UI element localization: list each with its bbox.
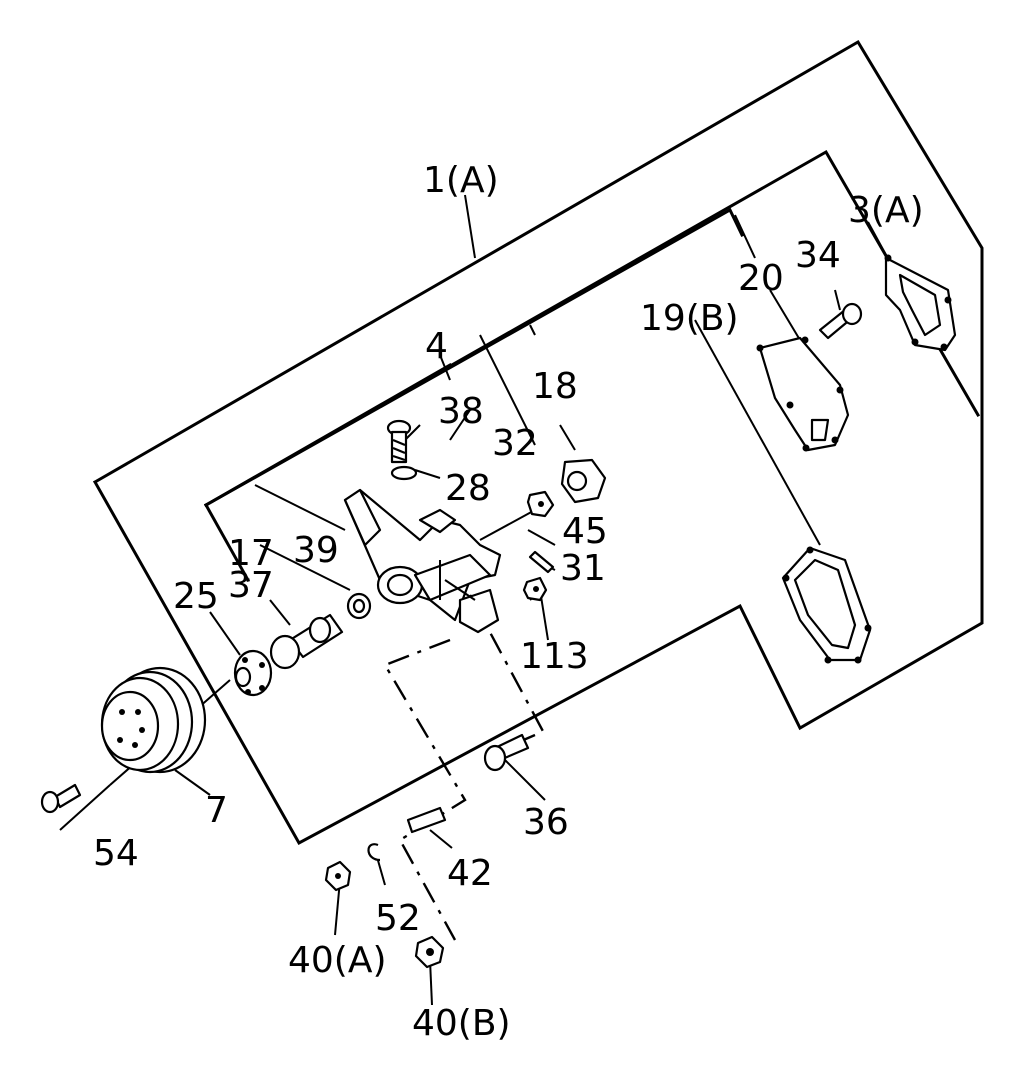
frame-1a bbox=[92, 39, 984, 846]
fitting-18 bbox=[560, 458, 607, 504]
callout-40a: 40(A) bbox=[288, 940, 387, 981]
bolt-34 bbox=[818, 302, 863, 340]
frame-19b bbox=[203, 207, 745, 508]
callout-25: 25 bbox=[173, 576, 219, 617]
nut-113 bbox=[522, 576, 548, 602]
bolt-54 bbox=[40, 783, 82, 814]
nut-40a bbox=[324, 860, 352, 892]
stud-42 bbox=[406, 806, 447, 834]
pump-body-4 bbox=[343, 488, 502, 634]
nut-32 bbox=[526, 490, 555, 518]
callout-4: 4 bbox=[425, 326, 448, 367]
callout-7: 7 bbox=[205, 790, 228, 831]
callout-39: 39 bbox=[293, 530, 339, 571]
washer-28 bbox=[390, 465, 418, 481]
callout-34: 34 bbox=[795, 235, 841, 276]
callout-36: 36 bbox=[523, 802, 569, 843]
gasket-19b bbox=[781, 546, 872, 664]
callout-labels: 1(A) 3(A) 4 7 17 18 19(B) 20 25 28 31 32… bbox=[93, 160, 924, 1044]
callout-31: 31 bbox=[560, 548, 606, 589]
bolt-36 bbox=[483, 733, 530, 772]
shaft-37 bbox=[269, 613, 344, 670]
callout-19b: 19(B) bbox=[640, 298, 739, 339]
callout-38: 38 bbox=[438, 391, 484, 432]
o-ring-39 bbox=[346, 592, 372, 620]
callout-1a: 1(A) bbox=[423, 160, 499, 201]
callout-42: 42 bbox=[447, 853, 493, 894]
callout-40b: 40(B) bbox=[412, 1003, 511, 1044]
callout-113: 113 bbox=[520, 636, 589, 677]
nut-40b bbox=[414, 935, 445, 969]
callout-45: 45 bbox=[562, 511, 608, 552]
callout-17: 17 bbox=[228, 533, 274, 574]
callout-52: 52 bbox=[375, 898, 421, 939]
callout-28: 28 bbox=[445, 468, 491, 509]
bolt-38 bbox=[386, 419, 412, 464]
stud-45 bbox=[528, 550, 555, 574]
callout-54: 54 bbox=[93, 833, 139, 874]
clip-52 bbox=[367, 843, 381, 862]
callout-3a: 3(A) bbox=[848, 190, 924, 231]
pulley-7 bbox=[100, 666, 207, 774]
callout-32: 32 bbox=[492, 423, 538, 464]
callout-20: 20 bbox=[738, 258, 784, 299]
hub-25 bbox=[233, 649, 273, 697]
gasket-3a bbox=[884, 254, 957, 352]
callout-18: 18 bbox=[532, 366, 578, 407]
callout-37: 37 bbox=[228, 565, 274, 606]
frame-17 bbox=[203, 502, 251, 583]
cover-20 bbox=[756, 336, 850, 452]
